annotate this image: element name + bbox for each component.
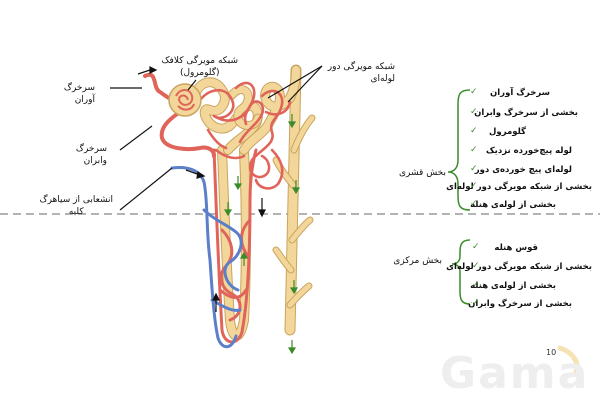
medulla-item: بخشی از سرخرگ وابران (468, 299, 572, 309)
cortex-item: سرخرگ آوران (490, 88, 550, 98)
glomerulus-tuft (175, 89, 195, 111)
tubule-flow-arrows (223, 114, 301, 355)
check-icon: ✓ (472, 261, 480, 271)
label-afferent-line1: سرخرگ (63, 83, 95, 93)
medulla-item: قوس هنله (494, 243, 538, 253)
label-efferent-arteriole: سرخرگ وابران (76, 143, 107, 167)
region-label-medulla: بخش مرکزی (393, 256, 442, 266)
medulla-item: بخشی از شبکه مویرگی دور لوله‌ای (446, 262, 592, 272)
cortex-item: بخشی از شبکه مویرگی دور لوله‌ای (446, 182, 592, 192)
label-glomerulus: شبکه مویرگی کلافک (گلومرول) (161, 55, 238, 79)
medulla-brace (451, 239, 471, 305)
label-peritubular-line2: لوله‌ای (370, 74, 395, 84)
label-efferent-line1: سرخرگ (75, 144, 107, 154)
cortex-item: بخشی از سرخرگ وابران (474, 108, 578, 118)
cortex-item: لوله پیچ‌خورده نزدیک (485, 146, 572, 156)
page-number: 10 (546, 348, 557, 357)
label-peritubular-line1: شبکه مویرگی دور (327, 62, 395, 72)
label-efferent-line2: وابران (83, 156, 107, 166)
bowman-capsule (168, 83, 202, 117)
cortex-item: گلومرول (489, 127, 526, 137)
efferent-arteriole-vessel (159, 110, 216, 158)
label-glomerulus-line1: شبکه مویرگی کلافک (161, 56, 238, 66)
check-icon: ✓ (472, 298, 480, 308)
label-vein-line2: کلیه (68, 207, 84, 217)
check-icon: ✓ (470, 164, 478, 174)
check-icon: ✓ (470, 199, 478, 209)
check-icon: ✓ (470, 87, 478, 97)
label-renal-vein-branch: انشعابی از سیاهرگ کلیه (40, 194, 113, 218)
cortex-item: بخشی از لوله‌ی هنله (470, 200, 556, 210)
check-icon: ✓ (470, 145, 478, 155)
check-icon: ✓ (472, 280, 480, 290)
label-glomerulus-line2: (گلومرول) (179, 68, 220, 78)
cortex-item: لوله‌ای پیچ خورده‌ی دور (474, 165, 572, 175)
check-icon: ✓ (470, 126, 478, 136)
check-icon: ✓ (472, 242, 480, 252)
label-leader-lines (110, 65, 323, 211)
label-afferent-arteriole: سرخرگ آوران (64, 82, 95, 106)
medulla-item: بخشی از لوله‌ی هنله (470, 281, 556, 291)
cortex-brace (447, 89, 471, 211)
flow-arrows (137, 66, 266, 312)
label-vein-line1: انشعابی از سیاهرگ (39, 195, 113, 205)
watermark-logo: Gama (440, 348, 590, 399)
watermark-swoosh (557, 345, 580, 375)
check-icon: ✓ (470, 107, 478, 117)
peritubular-capillaries (198, 81, 292, 190)
label-afferent-line2: آوران (74, 95, 95, 105)
label-peritubular-network: شبکه مویرگی دور لوله‌ای (328, 61, 395, 85)
region-label-cortex: بخش قشری (399, 168, 446, 178)
check-icon: ✓ (470, 181, 478, 191)
